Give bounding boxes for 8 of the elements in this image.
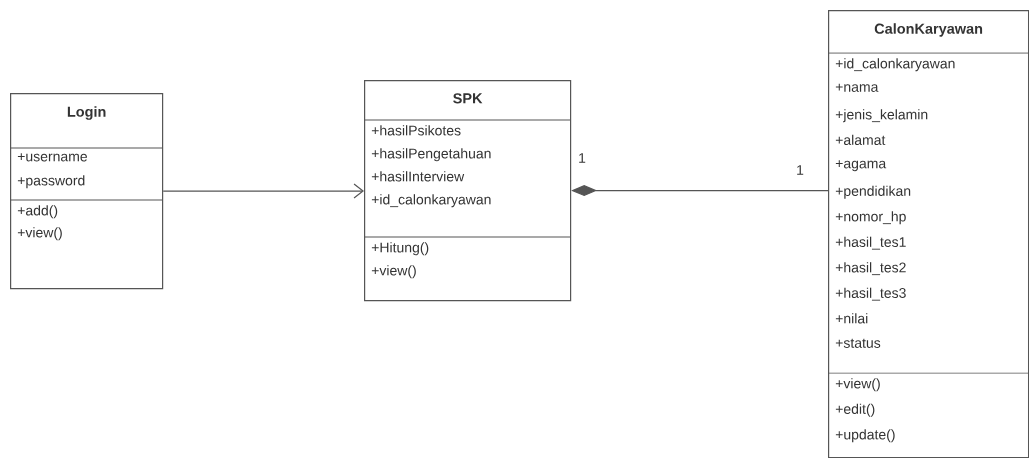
- class-compartment: +username +password: [9, 147, 163, 189]
- class-compartment: +view() +edit() +update(): [827, 372, 1029, 443]
- class-compartment: +Hitung() +view(): [363, 236, 571, 279]
- class-compartment: +add() +view(): [9, 199, 163, 241]
- association-line: [162, 183, 364, 199]
- class-compartment: +id_calonkaryawan +nama +jenis_kelamin +alamat +agama +pendidikan +nomor_hp +hasil_tes1 +hasil_tes2 +hasil_tes3 +nilai +status: [827, 52, 1029, 348]
- multiplicity-label: 1: [797, 165, 804, 175]
- class-compartment: +hasilPsikotes +hasilPengetahuan +hasilInterview +id_calonkaryawan: [363, 119, 571, 208]
